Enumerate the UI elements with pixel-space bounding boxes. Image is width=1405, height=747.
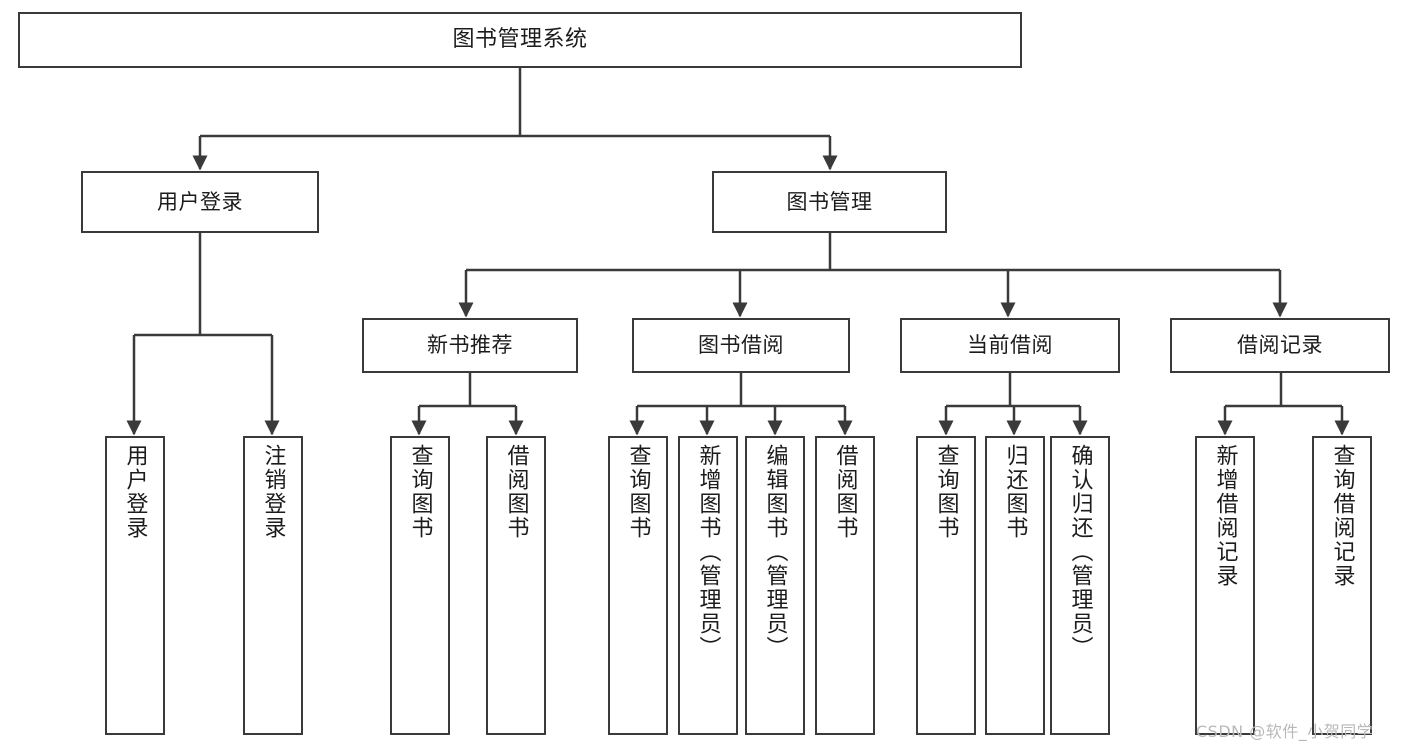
node-borrow-record-label: 借阅记录 bbox=[1237, 333, 1323, 358]
leaf-borrow-book-nbr[interactable]: 借阅图书 bbox=[486, 436, 546, 735]
leaf-query-book-nbr[interactable]: 查询图书 bbox=[390, 436, 450, 735]
leaf-logout-label: 注销登录 bbox=[260, 444, 286, 540]
leaf-query-book-cb-label: 查询图书 bbox=[933, 444, 959, 540]
leaf-user-login-label: 用户登录 bbox=[122, 444, 148, 540]
node-book-management-label: 图书管理 bbox=[786, 189, 873, 214]
leaf-query-book-bb-label: 查询图书 bbox=[625, 444, 651, 540]
leaf-return-book-label: 归还图书 bbox=[1002, 444, 1028, 540]
leaf-return-book[interactable]: 归还图书 bbox=[985, 436, 1045, 735]
node-user-login-label: 用户登录 bbox=[157, 189, 243, 214]
node-root-label: 图书管理系统 bbox=[452, 27, 588, 53]
csdn-watermark: CSDN @软件_小贺同学 bbox=[1196, 722, 1374, 741]
node-root[interactable]: 图书管理系统 bbox=[18, 12, 1022, 68]
node-current-borrow[interactable]: 当前借阅 bbox=[900, 318, 1120, 373]
leaf-add-book-admin-label: 新增图书（管理员） bbox=[695, 444, 721, 660]
leaf-confirm-return-admin-label: 确认归还（管理员） bbox=[1067, 444, 1093, 660]
node-new-book-recommend[interactable]: 新书推荐 bbox=[362, 318, 578, 373]
leaf-query-borrow-record-label: 查询借阅记录 bbox=[1329, 444, 1355, 588]
leaf-logout[interactable]: 注销登录 bbox=[243, 436, 303, 735]
leaf-user-login[interactable]: 用户登录 bbox=[105, 436, 165, 735]
leaf-query-book-cb[interactable]: 查询图书 bbox=[916, 436, 976, 735]
leaf-query-book-bb[interactable]: 查询图书 bbox=[608, 436, 668, 735]
leaf-add-book-admin[interactable]: 新增图书（管理员） bbox=[678, 436, 738, 735]
node-current-borrow-label: 当前借阅 bbox=[967, 333, 1053, 358]
node-user-login[interactable]: 用户登录 bbox=[81, 171, 319, 233]
node-book-borrow[interactable]: 图书借阅 bbox=[632, 318, 850, 373]
node-borrow-record[interactable]: 借阅记录 bbox=[1170, 318, 1390, 373]
leaf-add-borrow-record[interactable]: 新增借阅记录 bbox=[1195, 436, 1255, 735]
leaf-add-borrow-record-label: 新增借阅记录 bbox=[1212, 444, 1238, 588]
leaf-confirm-return-admin[interactable]: 确认归还（管理员） bbox=[1050, 436, 1110, 735]
node-new-book-recommend-label: 新书推荐 bbox=[427, 333, 513, 358]
node-book-borrow-label: 图书借阅 bbox=[698, 333, 784, 358]
leaf-borrow-book-bb[interactable]: 借阅图书 bbox=[815, 436, 875, 735]
leaf-borrow-book-nbr-label: 借阅图书 bbox=[503, 444, 529, 540]
leaf-edit-book-admin[interactable]: 编辑图书（管理员） bbox=[745, 436, 805, 735]
node-book-management[interactable]: 图书管理 bbox=[712, 171, 947, 233]
leaf-query-borrow-record[interactable]: 查询借阅记录 bbox=[1312, 436, 1372, 735]
leaf-borrow-book-bb-label: 借阅图书 bbox=[832, 444, 858, 540]
leaf-edit-book-admin-label: 编辑图书（管理员） bbox=[762, 444, 788, 660]
leaf-query-book-nbr-label: 查询图书 bbox=[407, 444, 433, 540]
